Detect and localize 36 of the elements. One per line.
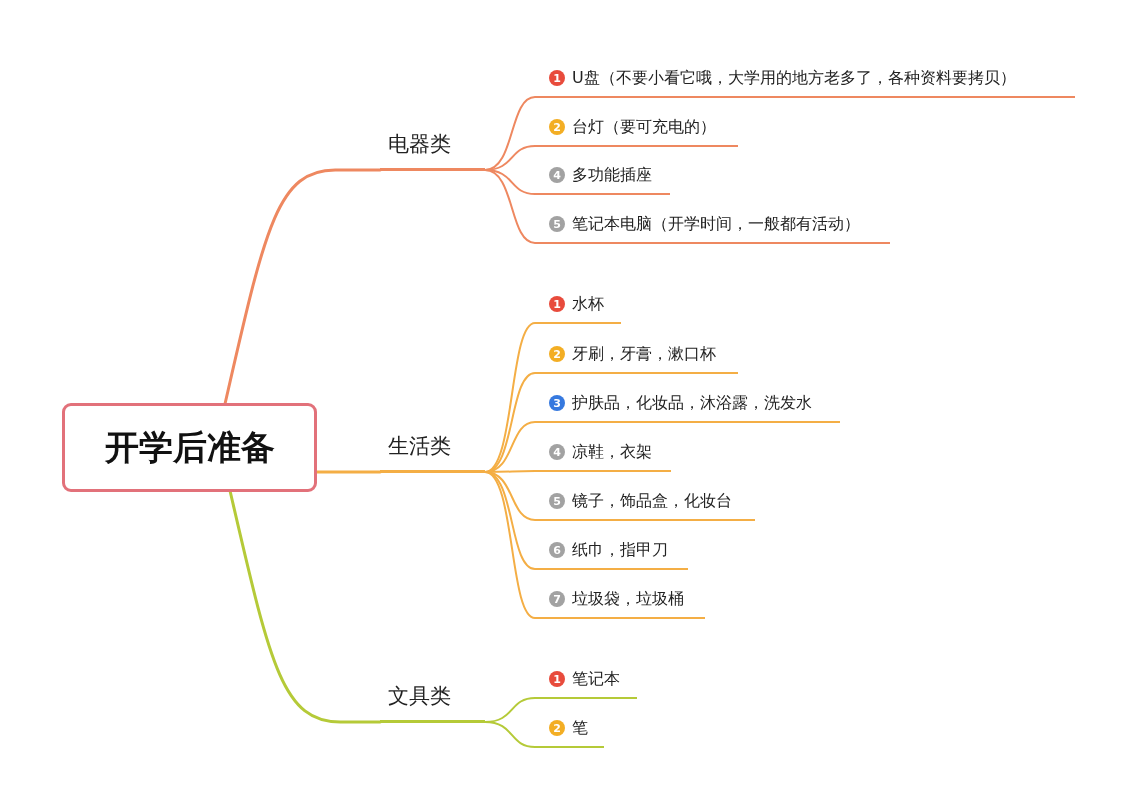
- topic-label: 笔记本: [572, 669, 620, 689]
- priority-marker: 4: [549, 444, 565, 460]
- priority-marker: 6: [549, 542, 565, 558]
- topic-label: 纸巾，指甲刀: [572, 540, 668, 560]
- branch-topic: 电器类: [380, 131, 485, 171]
- topic-label: 笔记本电脑（开学时间，一般都有活动）: [572, 214, 860, 234]
- priority-marker: 2: [549, 119, 565, 135]
- branch-topic: 文具类: [380, 683, 485, 723]
- priority-marker: 1: [549, 671, 565, 687]
- priority-marker: 7: [549, 591, 565, 607]
- topic-label: 垃圾袋，垃圾桶: [572, 589, 684, 609]
- topic-label: 镜子，饰品盒，化妆台: [572, 491, 732, 511]
- priority-marker: 2: [549, 346, 565, 362]
- topic-label: 台灯（要可充电的）: [572, 117, 716, 137]
- priority-marker: 4: [549, 167, 565, 183]
- branch-line: [484, 471, 536, 619]
- topic-label: 水杯: [572, 294, 604, 314]
- priority-marker: 5: [549, 493, 565, 509]
- branch-line: [484, 169, 536, 244]
- central-topic: 开学后准备: [62, 403, 317, 492]
- topic-label: 凉鞋，衣架: [572, 442, 652, 462]
- priority-marker: 1: [549, 296, 565, 312]
- branch-line: [223, 168, 382, 405]
- branch-line: [228, 490, 382, 724]
- topic-label: 多功能插座: [572, 165, 652, 185]
- topic-label: 牙刷，牙膏，漱口杯: [572, 344, 716, 364]
- priority-marker: 2: [549, 720, 565, 736]
- branch-line: [315, 470, 382, 474]
- priority-marker: 5: [549, 216, 565, 232]
- topic-label: 笔: [572, 718, 588, 738]
- priority-marker: 1: [549, 70, 565, 86]
- branch-line: [484, 721, 536, 748]
- topic-label: 护肤品，化妆品，沐浴露，洗发水: [572, 393, 812, 413]
- branch-topic: 生活类: [380, 433, 485, 473]
- priority-marker: 3: [549, 395, 565, 411]
- topic-label: U盘（不要小看它哦，大学用的地方老多了，各种资料要拷贝）: [572, 68, 1016, 88]
